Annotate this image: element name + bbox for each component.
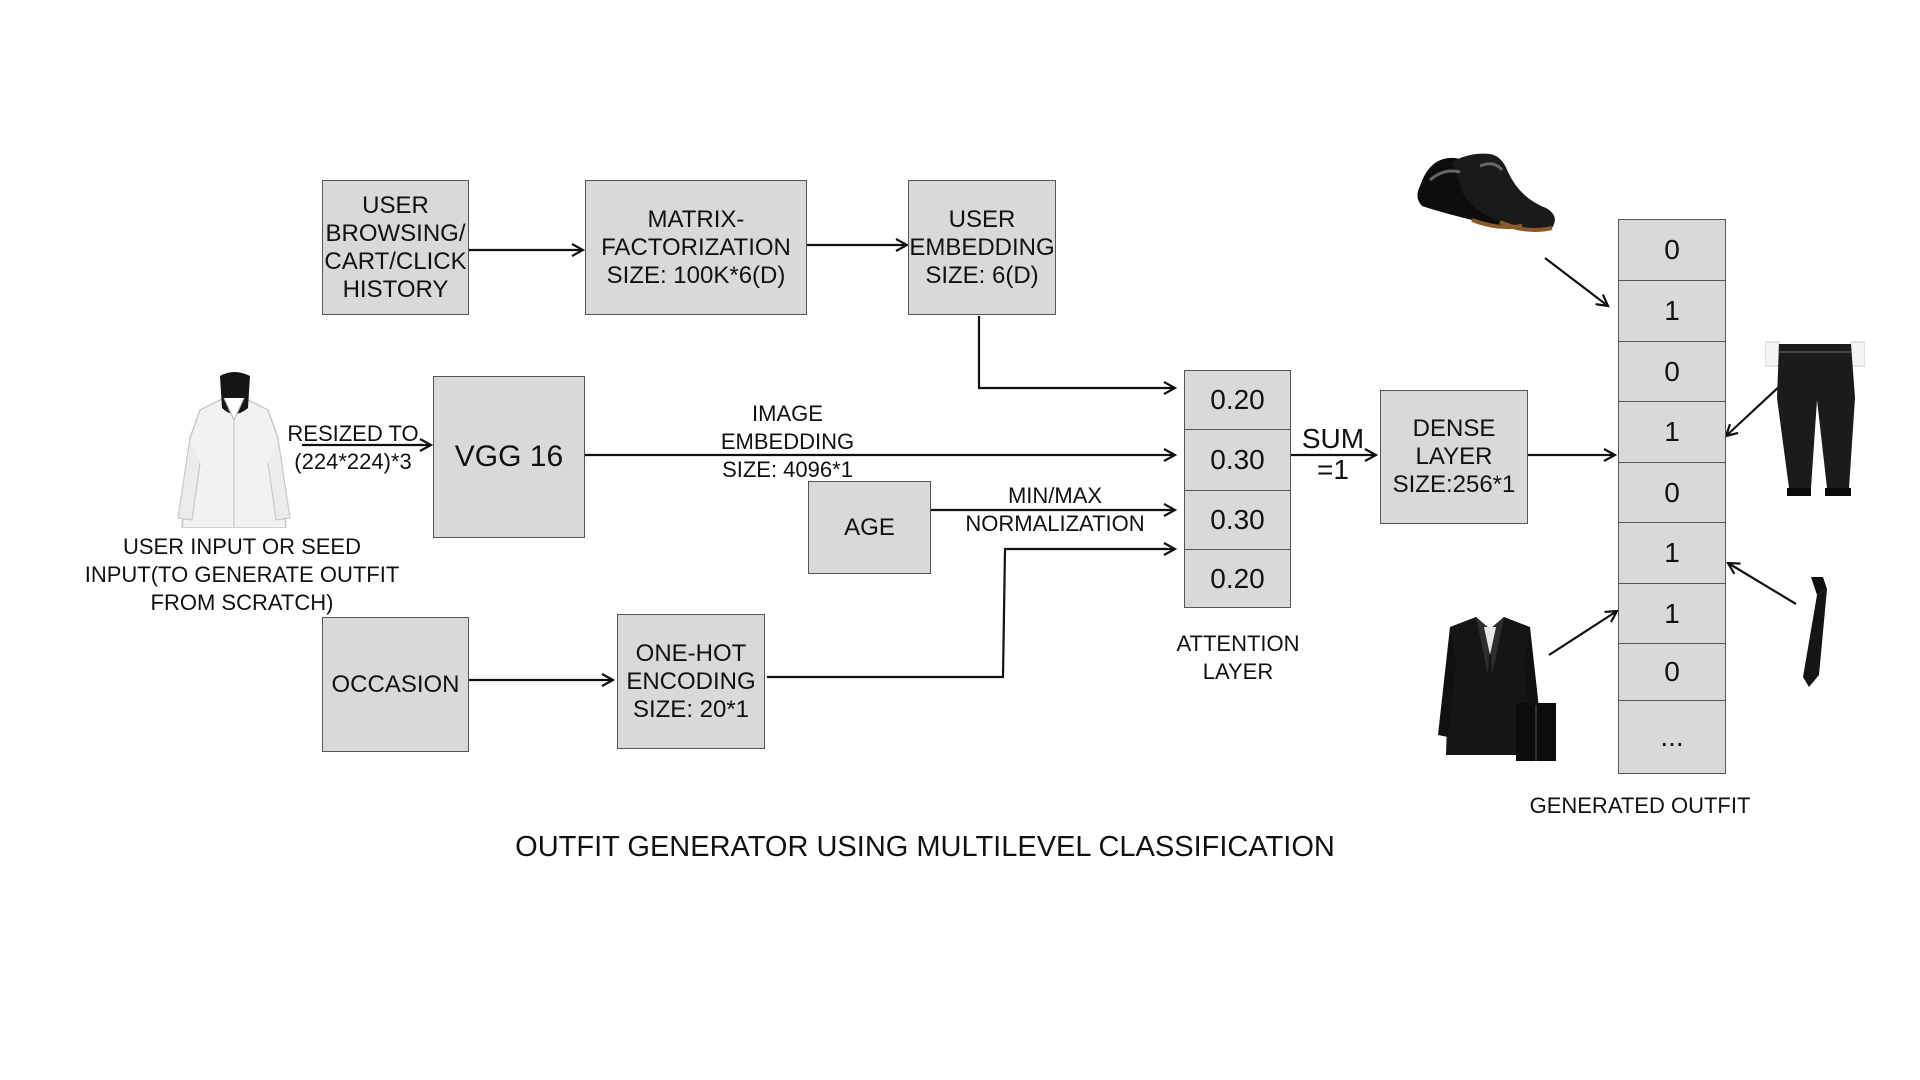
occasion-box: OCCASION <box>322 617 469 752</box>
shirt-image <box>177 372 291 528</box>
one-hot-encoding-box: ONE-HOT ENCODING SIZE: 20*1 <box>617 614 765 749</box>
matrix-factorization-box: MATRIX- FACTORIZATION SIZE: 100K*6(D) <box>585 180 807 315</box>
pants-image <box>1765 341 1865 496</box>
outfit-cell-6: 1 <box>1618 522 1726 584</box>
arrow-onehot-to-attention <box>767 549 1175 679</box>
minmax-normalization-label: MIN/MAX NORMALIZATION <box>965 483 1145 536</box>
user-embedding-box: USER EMBEDDING SIZE: 6(D) <box>908 180 1056 315</box>
tie-image <box>1803 577 1827 687</box>
suit-image <box>1438 617 1556 761</box>
outfit-cell-5: 0 <box>1618 462 1726 523</box>
arrow-embedding-to-attention <box>977 316 1175 388</box>
user-input-label: USER INPUT OR SEED INPUT(TO GENERATE OUT… <box>84 534 400 615</box>
arrow-suit-to-outfit <box>1548 611 1617 656</box>
image-embedding-label: IMAGE EMBEDDING SIZE: 4096*1 <box>720 401 855 482</box>
shoes-image <box>1417 153 1555 232</box>
arrow-shoes-to-outfit <box>1544 257 1608 306</box>
arrow-tie-to-outfit <box>1728 563 1797 605</box>
outfit-cell-9: ... <box>1618 700 1726 774</box>
outfit-cell-8: 0 <box>1618 643 1726 701</box>
outfit-cell-2: 1 <box>1618 280 1726 342</box>
history-box: USER BROWSING/ CART/CLICK HISTORY <box>322 180 469 315</box>
dense-layer-box: DENSE LAYER SIZE:256*1 <box>1380 390 1528 524</box>
attention-weight-4: 0.20 <box>1184 549 1291 608</box>
outfit-cell-1: 0 <box>1618 219 1726 281</box>
attention-weight-2: 0.30 <box>1184 429 1291 491</box>
attention-weight-1: 0.20 <box>1184 370 1291 430</box>
outfit-cell-7: 1 <box>1618 583 1726 644</box>
attention-weight-3: 0.30 <box>1184 490 1291 550</box>
attention-layer-label: ATTENTION LAYER <box>1176 631 1300 684</box>
outfit-cell-4: 1 <box>1618 401 1726 463</box>
resized-label: RESIZED TO (224*224)*3 <box>287 421 419 474</box>
arrow-pants-to-outfit <box>1726 383 1783 436</box>
diagram-title: OUTFIT GENERATOR USING MULTILEVEL CLASSI… <box>515 831 1335 863</box>
vgg16-box: VGG 16 <box>433 376 585 538</box>
age-box: AGE <box>808 481 931 574</box>
outfit-cell-3: 0 <box>1618 341 1726 402</box>
generated-outfit-label: GENERATED OUTFIT <box>1529 793 1751 818</box>
sum-label: SUM =1 <box>1301 423 1365 485</box>
